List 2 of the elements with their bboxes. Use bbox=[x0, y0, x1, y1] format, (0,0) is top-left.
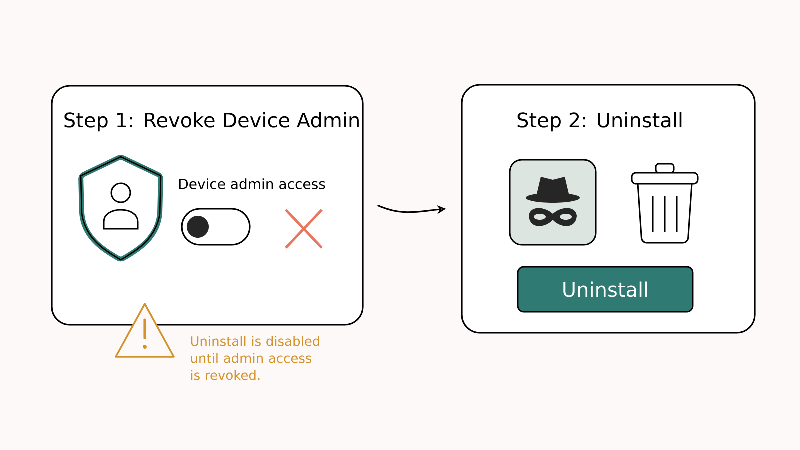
uninstall-button: Uninstall bbox=[517, 266, 694, 313]
toggle-label: Device admin access bbox=[179, 178, 326, 190]
